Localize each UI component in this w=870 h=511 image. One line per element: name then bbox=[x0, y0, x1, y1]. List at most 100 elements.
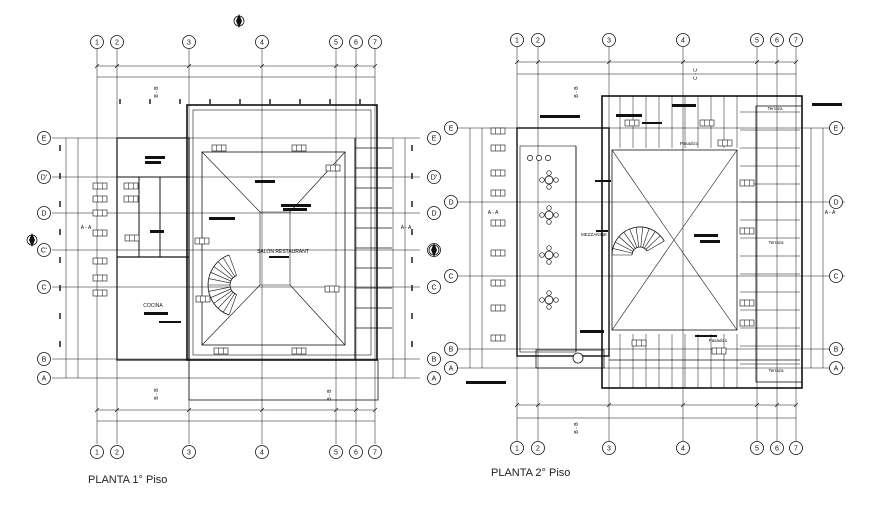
window-mark bbox=[92, 195, 108, 203]
stair-tread bbox=[623, 232, 636, 249]
window-mark bbox=[123, 195, 139, 203]
room-label-terraza: Terraza bbox=[768, 368, 784, 373]
row-axis-left-circle bbox=[37, 170, 51, 184]
window-mark bbox=[291, 347, 307, 355]
chair bbox=[553, 252, 559, 258]
row-axis-left-label: B bbox=[449, 347, 454, 354]
window-frame bbox=[490, 279, 506, 287]
exterior-wall bbox=[186, 104, 378, 361]
column-axis-top-circle bbox=[110, 35, 124, 49]
window-frame bbox=[739, 227, 755, 235]
row-axis-left-circle bbox=[37, 352, 51, 366]
row-axis-right-label: E bbox=[834, 126, 839, 133]
column-axis-bottom-circle bbox=[676, 441, 690, 455]
column-axis-top-circle bbox=[510, 33, 524, 47]
window-frame bbox=[325, 164, 341, 172]
column-axis-top-circle bbox=[368, 35, 382, 49]
spiral-stair bbox=[611, 226, 665, 256]
window-frame bbox=[92, 274, 108, 282]
toilet-block bbox=[535, 349, 605, 369]
column-axis-top-label: 7 bbox=[373, 40, 377, 47]
column-axis-bottom-circle bbox=[255, 445, 269, 459]
window-frame bbox=[92, 182, 108, 190]
row-axis-right-circle bbox=[427, 170, 441, 184]
section-mark-top: B - B bbox=[574, 86, 580, 98]
annotation-block bbox=[145, 161, 161, 164]
room-label-terraza: Terraza bbox=[767, 106, 783, 111]
window-mark bbox=[291, 144, 307, 152]
column-axis-bottom-label: 5 bbox=[755, 446, 759, 453]
annotation-block bbox=[700, 240, 720, 243]
row-axis-right-circle bbox=[427, 206, 441, 220]
interior-wall bbox=[192, 109, 372, 356]
row-axis-left-label: A bbox=[449, 366, 454, 373]
row-axis-left-label: B bbox=[42, 357, 47, 364]
section-mark-right: A - A bbox=[825, 210, 836, 216]
column-axis-top-label: 4 bbox=[681, 38, 685, 45]
stair-tread bbox=[640, 227, 643, 248]
stair-tread bbox=[629, 228, 638, 248]
row-axis-right-circle bbox=[829, 361, 843, 375]
stair-tread bbox=[228, 294, 237, 316]
dimension-tick bbox=[114, 407, 120, 413]
row-axis-right-circle bbox=[829, 342, 843, 356]
section-mark-left: A - A bbox=[81, 225, 92, 231]
service-block-wall bbox=[116, 137, 190, 361]
row-axis-right-circle bbox=[829, 121, 843, 135]
window-mark bbox=[631, 339, 647, 347]
stair-tread bbox=[217, 261, 234, 278]
dimension-tick bbox=[514, 402, 520, 408]
annotation-block bbox=[145, 156, 165, 159]
roof-hip bbox=[611, 239, 675, 331]
dining-table bbox=[539, 205, 559, 225]
section-mark-top: C - C bbox=[693, 68, 699, 80]
dimension-tick bbox=[333, 407, 339, 413]
dimension-tick bbox=[606, 402, 612, 408]
stair-tread bbox=[618, 236, 635, 250]
dimension-tick bbox=[754, 402, 760, 408]
annotation-block bbox=[595, 180, 611, 182]
north-arrow-needle bbox=[29, 233, 35, 247]
roof-hip bbox=[611, 149, 675, 241]
row-axis-left-circle bbox=[444, 121, 458, 135]
column-axis-top-circle bbox=[90, 35, 104, 49]
window-mark bbox=[490, 334, 506, 342]
window-mark bbox=[490, 189, 506, 197]
stair-tread bbox=[644, 231, 656, 249]
window-frame bbox=[490, 334, 506, 342]
column-axis-bottom-label: 4 bbox=[681, 446, 685, 453]
plan-title-first-floor: PLANTA 1° Piso bbox=[88, 474, 168, 486]
window-mark bbox=[699, 119, 715, 127]
chair bbox=[539, 212, 545, 218]
column-axis-bottom-circle bbox=[329, 445, 343, 459]
window-mark bbox=[711, 347, 727, 355]
stair-tread bbox=[210, 288, 231, 298]
stair-tread bbox=[612, 248, 633, 254]
dimension-tick bbox=[535, 402, 541, 408]
section-mark-top: B - B bbox=[154, 86, 160, 98]
stair-tread bbox=[208, 278, 231, 284]
window-frame bbox=[490, 249, 506, 257]
row-axis-left-label: D bbox=[448, 200, 453, 207]
stair-tread bbox=[635, 227, 640, 248]
roof-hip bbox=[673, 149, 738, 241]
dining-table bbox=[539, 245, 559, 265]
row-axis-right-circle bbox=[829, 269, 843, 283]
window-mark bbox=[325, 164, 341, 172]
column-axis-top-circle bbox=[349, 35, 363, 49]
row-axis-left-circle bbox=[444, 361, 458, 375]
window-mark bbox=[92, 209, 108, 217]
column-axis-bottom-circle bbox=[750, 441, 764, 455]
row-axis-left-circle bbox=[37, 243, 51, 257]
column-axis-bottom-label: 6 bbox=[775, 446, 779, 453]
dining-table bbox=[539, 290, 559, 310]
row-axis-right-label: A bbox=[834, 366, 839, 373]
north-arrow-icon bbox=[26, 14, 245, 247]
dimension-tick bbox=[333, 63, 339, 69]
row-axis-left-label: E bbox=[42, 136, 47, 143]
annotation-block bbox=[642, 122, 662, 124]
column-axis-top-label: 4 bbox=[260, 40, 264, 47]
row-axis-right-label: B bbox=[834, 347, 839, 354]
